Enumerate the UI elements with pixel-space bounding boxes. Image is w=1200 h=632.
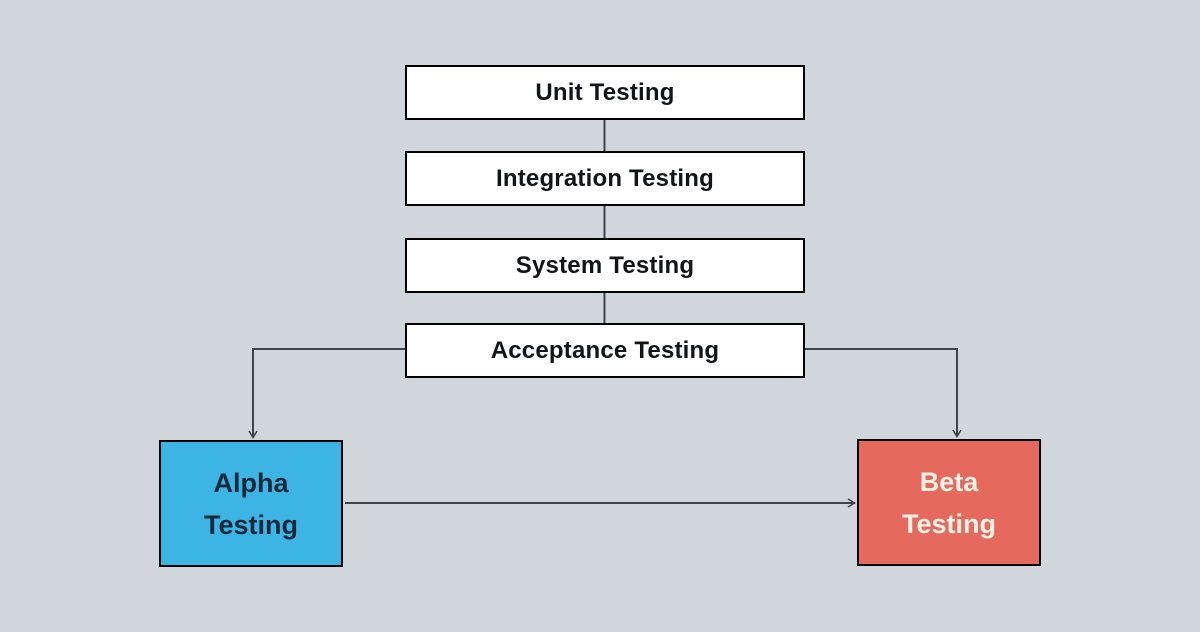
node-integration-testing: Integration Testing [405, 151, 805, 206]
alpha-label-line1: Alpha [213, 467, 289, 498]
edge-acceptance-to-alpha [248, 348, 405, 440]
node-alpha-testing: Alpha Testing [159, 440, 343, 567]
edge-acceptance-to-beta [805, 348, 962, 439]
node-acceptance-testing: Acceptance Testing [405, 323, 805, 378]
node-system-testing: System Testing [405, 238, 805, 293]
beta-label-line1: Beta [919, 466, 979, 497]
alpha-label-line2: Testing [204, 509, 298, 540]
node-unit-testing: Unit Testing [405, 65, 805, 120]
beta-label-line2: Testing [902, 508, 996, 539]
node-beta-testing: Beta Testing [857, 439, 1041, 566]
